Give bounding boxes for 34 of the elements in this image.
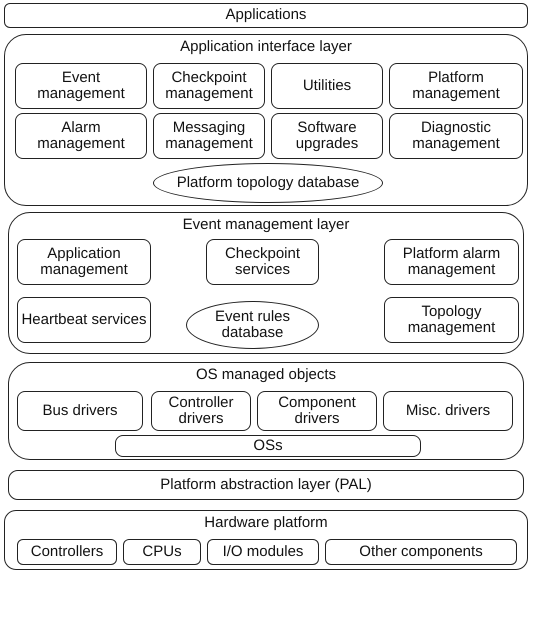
module-box: Component drivers [257, 391, 377, 431]
module-box: Misc. drivers [383, 391, 513, 431]
module-box: Utilities [271, 63, 383, 109]
module-box: Bus drivers [17, 391, 143, 431]
layer-title: Hardware platform [203, 514, 329, 531]
layer-title: Application interface layer [179, 38, 353, 55]
module-box: Application management [17, 239, 151, 285]
layer-panel [8, 212, 524, 354]
layer-panel [8, 362, 524, 460]
module-box: Software upgrades [271, 113, 383, 159]
top-layer-box: Applications [4, 3, 528, 28]
layer-panel [4, 34, 528, 206]
layer-title: OS managed objects [194, 366, 338, 383]
module-box: I/O modules [207, 539, 319, 565]
module-box: Checkpoint management [153, 63, 265, 109]
module-box: Messaging management [153, 113, 265, 159]
module-box: Controllers [17, 539, 117, 565]
module-box: Checkpoint services [206, 239, 319, 285]
module-box: Alarm management [15, 113, 147, 159]
database-ellipse: Platform topology database [153, 163, 383, 203]
layer-box: Platform abstraction layer (PAL) [8, 470, 524, 500]
module-box: CPUs [123, 539, 201, 565]
module-box: Heartbeat services [17, 297, 151, 343]
module-box: Other components [325, 539, 517, 565]
module-box: OSs [115, 435, 421, 457]
module-box: Topology management [384, 297, 519, 343]
module-box: Diagnostic management [389, 113, 523, 159]
module-box: Platform management [389, 63, 523, 109]
layer-panel [4, 510, 528, 570]
module-box: Controller drivers [151, 391, 251, 431]
module-box: Platform alarm management [384, 239, 519, 285]
database-ellipse: Event rules database [186, 301, 319, 349]
module-box: Event management [15, 63, 147, 109]
layer-title: Event management layer [182, 216, 350, 233]
